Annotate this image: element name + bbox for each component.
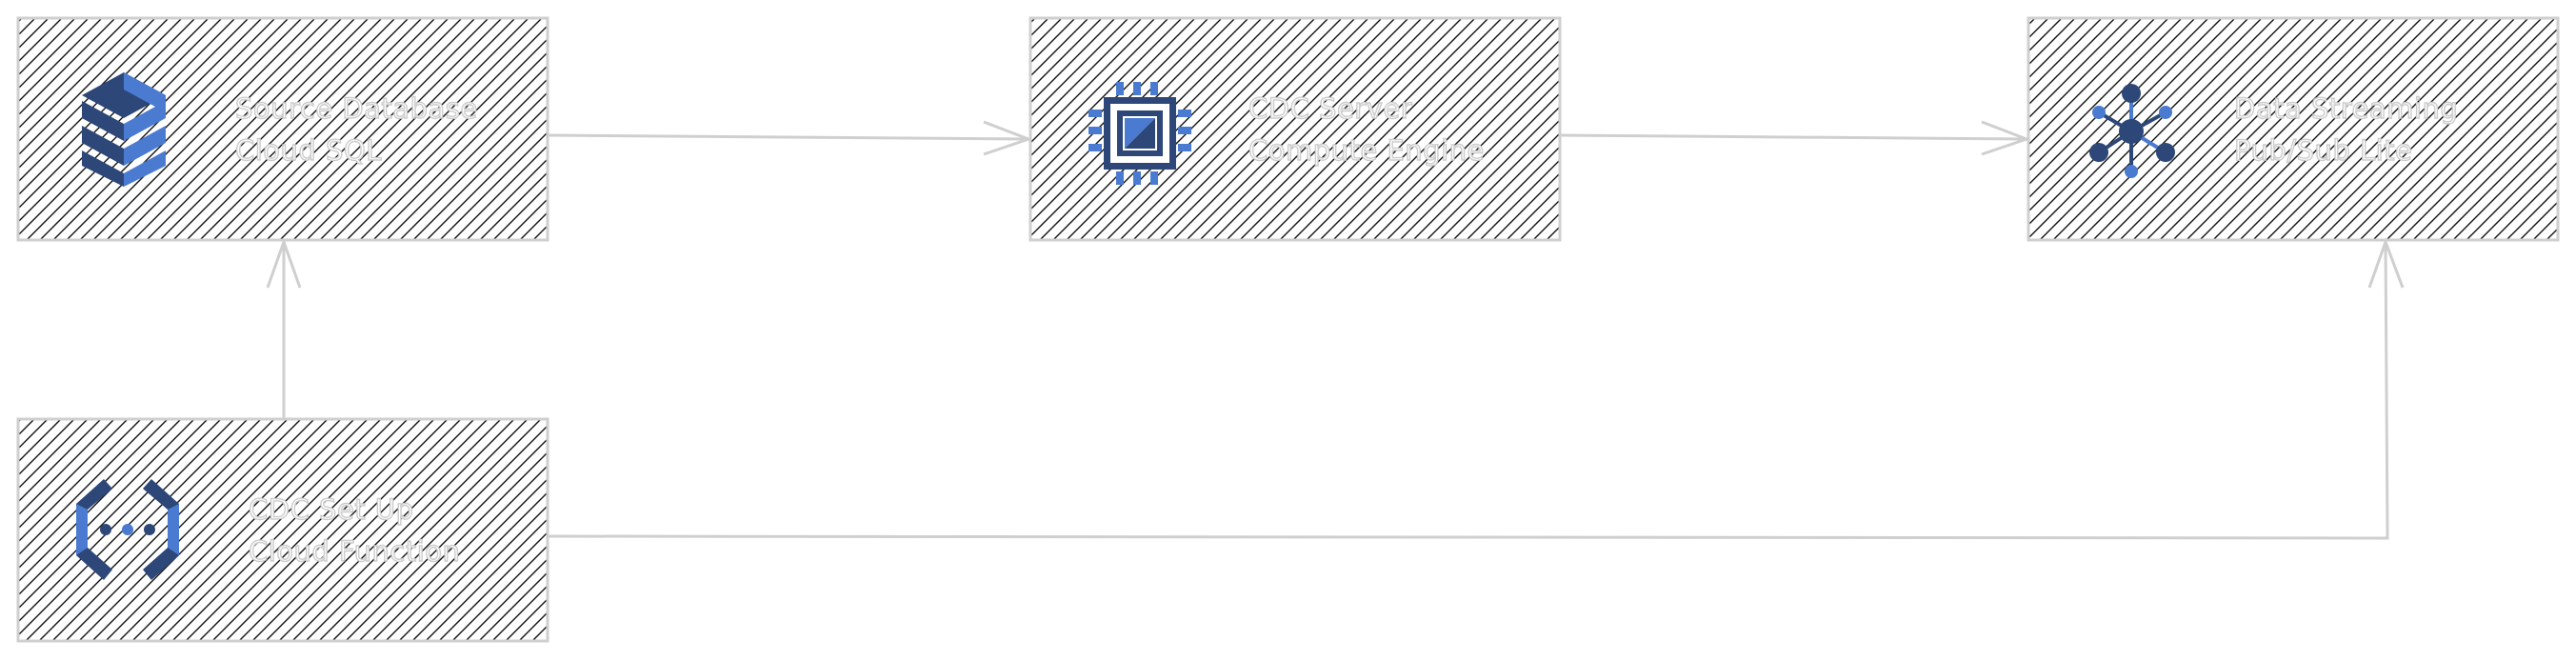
- node-source-database[interactable]: Source Database Cloud SQL: [16, 16, 549, 242]
- edge-cdc-setup-to-data-streaming: [547, 237, 2405, 540]
- node-box: [16, 16, 549, 242]
- node-cdc-server[interactable]: CDC Server Compute Engine: [1028, 16, 1562, 242]
- edge-source-db-to-cdc-server: [547, 120, 1033, 156]
- node-title: Source Database: [235, 92, 478, 125]
- node-subtitle: Cloud Function: [249, 535, 460, 568]
- cloud-functions-icon: [76, 479, 179, 580]
- node-data-streaming[interactable]: Data Streaming Pub/Sub Lite: [2027, 16, 2560, 242]
- node-title: CDC Set Up: [249, 493, 414, 526]
- cloud-sql-icon: [82, 72, 166, 187]
- node-subtitle: Cloud SQL: [235, 134, 382, 167]
- node-subtitle: Compute Engine: [1248, 134, 1485, 167]
- node-box: [16, 417, 549, 643]
- node-title: Data Streaming: [2234, 92, 2458, 125]
- node-box: [2027, 16, 2560, 242]
- node-cdc-set-up[interactable]: CDC Set Up Cloud Function: [16, 417, 549, 643]
- compute-engine-icon: [1088, 82, 1191, 185]
- edge-cdc-setup-to-source-db: [266, 237, 302, 419]
- node-subtitle: Pub/Sub Lite: [2234, 134, 2412, 167]
- node-title: CDC Server: [1248, 92, 1412, 125]
- pubsub-icon: [2089, 84, 2175, 178]
- edge-cdc-server-to-data-streaming: [1559, 120, 2031, 156]
